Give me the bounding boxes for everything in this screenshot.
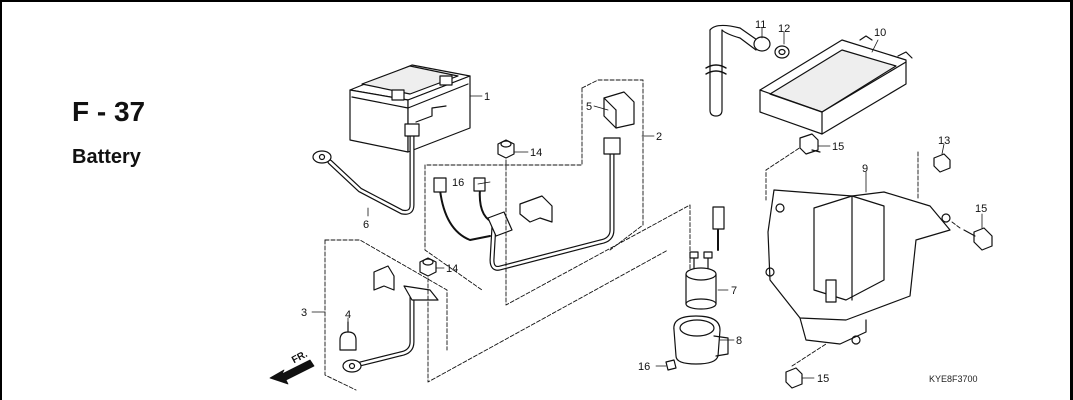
callout-15-upper: 15 xyxy=(832,141,844,153)
bolt-drawings xyxy=(785,133,993,389)
callout-14-upper: 14 xyxy=(530,147,542,159)
relay-holder-drawing xyxy=(673,315,729,365)
breather-tube-drawing xyxy=(705,24,790,117)
front-direction-arrow-icon xyxy=(269,359,315,385)
callout-10: 10 xyxy=(874,27,886,39)
frame-top-border xyxy=(0,0,1073,2)
fuse-clip-drawing xyxy=(665,359,677,371)
assembly-lines xyxy=(427,159,691,383)
battery-bracket-drawing xyxy=(765,189,951,345)
callout-13: 13 xyxy=(938,135,950,147)
terminal-cover-drawing xyxy=(603,91,635,129)
callout-3: 3 xyxy=(301,307,307,319)
positive-cable-drawing xyxy=(342,265,439,373)
callout-9: 9 xyxy=(862,163,868,175)
bracket-assembly-lines xyxy=(765,144,961,367)
frame-left-border xyxy=(0,0,2,400)
negative-cable-drawing xyxy=(312,123,420,215)
frame-right-border xyxy=(1070,0,1073,400)
starter-relay-drawing xyxy=(685,206,725,310)
callout-8: 8 xyxy=(736,335,742,347)
starter-cable-drawing xyxy=(433,137,621,271)
nut-drawing xyxy=(419,139,515,277)
callout-16-lower: 16 xyxy=(638,361,650,373)
callout-6: 6 xyxy=(363,219,369,231)
callout-1: 1 xyxy=(484,91,490,103)
callout-15-right: 15 xyxy=(975,203,987,215)
bolt-cap-drawing xyxy=(339,321,357,351)
section-code: F - 37 xyxy=(72,96,146,127)
callout-12: 12 xyxy=(778,23,790,35)
callout-11: 11 xyxy=(755,19,766,31)
callout-leaders xyxy=(311,27,983,379)
callout-2: 2 xyxy=(656,131,662,143)
battery-drawing xyxy=(349,64,471,153)
drawing-code: KYE8F3700 xyxy=(929,374,978,384)
part3-group-outline xyxy=(324,239,448,391)
part2-group-outline xyxy=(424,79,644,291)
callout-16-upper: 16 xyxy=(452,177,464,189)
callout-7: 7 xyxy=(731,285,737,297)
callout-14-lower: 14 xyxy=(446,263,458,275)
battery-tray-drawing xyxy=(759,35,913,135)
section-title: Battery xyxy=(72,146,141,168)
callout-5: 5 xyxy=(586,101,592,113)
callout-4: 4 xyxy=(345,309,351,321)
cable-cover-drawing xyxy=(519,195,553,223)
callout-labels: 1 2 3 4 5 6 7 8 9 10 11 12 13 14 14 15 1… xyxy=(290,19,987,385)
callout-15-lower: 15 xyxy=(817,373,829,385)
